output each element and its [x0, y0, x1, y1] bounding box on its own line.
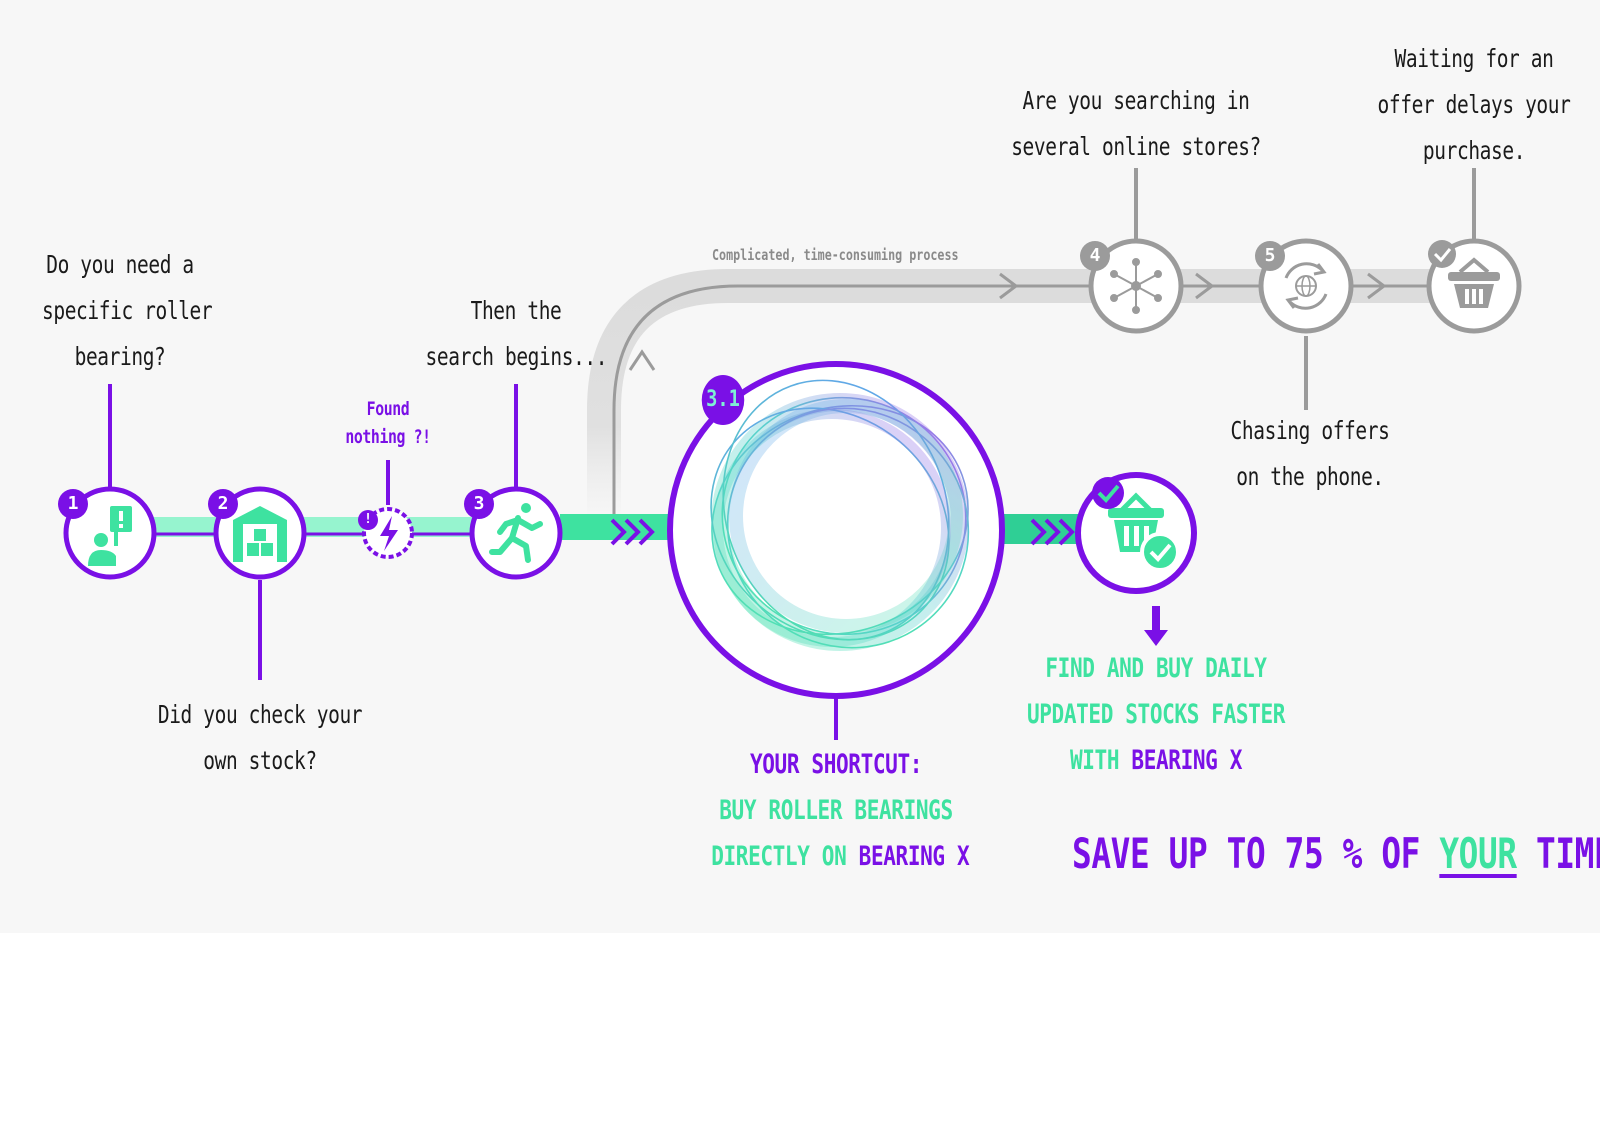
step-1-label-line: specific roller — [42, 296, 213, 325]
process-caption: Complicated, time-consuming process — [712, 246, 959, 264]
result-label-line: UPDATED STOCKS FASTER — [1026, 699, 1286, 730]
chevrons-icon — [610, 518, 655, 546]
step-2-badge: 2 — [208, 489, 238, 519]
step-1-label-line: bearing? — [74, 342, 166, 371]
shortcut-label-line: YOUR SHORTCUT: — [749, 749, 923, 780]
lightning-icon — [380, 516, 398, 551]
step-6-label: Waiting for an offer delays your purchas… — [1373, 36, 1576, 174]
step-6-label-line: purchase. — [1422, 136, 1526, 165]
result-label: FIND AND BUY DAILY UPDATED STOCKS FASTER… — [1023, 646, 1288, 784]
step-2-label-line: Did you check your — [157, 700, 363, 729]
step-5-label-line: on the phone. — [1236, 462, 1384, 491]
step-6-node — [1426, 238, 1522, 334]
step-2-node — [213, 486, 307, 580]
savings-text: SAVE UP TO 75 % OF — [1072, 829, 1440, 878]
step-3-label: Then the search begins... — [425, 288, 608, 380]
step-4-badge: 4 — [1080, 241, 1110, 271]
step-1-badge: 1 — [58, 489, 88, 519]
savings-text: TIME! — [1536, 829, 1600, 878]
found-nothing-label-line: nothing ?! — [345, 426, 431, 448]
shortcut-label-part: DIRECTLY ON — [711, 841, 859, 872]
basket-icon — [1448, 257, 1500, 308]
shortcut-node — [667, 361, 1005, 699]
found-nothing-badge: ! — [358, 510, 378, 530]
warehouse-icon — [233, 506, 287, 562]
step-1-label-line: Do you need a — [46, 250, 194, 279]
result-label-part: WITH — [1069, 745, 1132, 776]
complicated-process-path — [587, 269, 1450, 520]
step-4-label-line: Are you searching in — [1022, 86, 1250, 115]
basket-check-icon — [1108, 492, 1180, 572]
brand-name: BEARING X — [858, 841, 970, 872]
shortcut-label: YOUR SHORTCUT: BUY ROLLER BEARINGS DIREC… — [711, 742, 969, 880]
down-arrow-icon — [1144, 606, 1168, 646]
step-3-label-line: search begins... — [425, 342, 608, 371]
right-arrow-icon — [1195, 272, 1215, 300]
running-person-icon — [489, 503, 543, 563]
step-5-label-line: Chasing offers — [1230, 416, 1390, 445]
brand-name: BEARING X — [1131, 745, 1243, 776]
result-label-line: FIND AND BUY DAILY — [1045, 653, 1267, 684]
chevrons-icon — [1030, 518, 1075, 546]
rings-logo-icon — [710, 379, 970, 651]
savings-emphasis: YOUR — [1439, 829, 1517, 878]
step-4-node — [1088, 238, 1184, 334]
step-4-label: Are you searching in several online stor… — [1011, 78, 1261, 170]
found-nothing-label-line: Found — [366, 398, 410, 420]
right-arrow-icon — [1367, 272, 1387, 300]
step-3-label-line: Then the — [470, 296, 562, 325]
gray-connector-lines — [1134, 168, 1476, 410]
step-5-badge: 5 — [1255, 241, 1285, 271]
found-nothing-label: Found nothing ?! — [333, 395, 442, 451]
step-1-label: Do you need a specific roller bearing? — [42, 242, 213, 380]
phone-globe-icon — [1284, 262, 1328, 310]
up-arrow-icon — [628, 349, 656, 371]
step-3-badge: 3 — [464, 489, 494, 519]
step-2-label: Did you check your own stock? — [143, 692, 377, 784]
step-4-label-line: several online stores? — [1011, 132, 1261, 161]
result-node — [1075, 472, 1197, 646]
step-6-label-line: offer delays your — [1377, 90, 1571, 119]
savings-headline: SAVE UP TO 75 % OF YOUR TIME! — [1072, 826, 1600, 882]
shortcut-label-line: BUY ROLLER BEARINGS — [719, 795, 953, 826]
check-icon — [1433, 248, 1452, 263]
step-1-node — [63, 486, 157, 580]
person-sign-icon — [88, 506, 132, 566]
step-2-label-line: own stock? — [203, 746, 317, 775]
shortcut-badge: 3.1 — [701, 375, 745, 425]
connector-lines — [108, 384, 838, 740]
flow-diagram — [63, 168, 1522, 740]
step-5-label: Chasing offers on the phone. — [1216, 408, 1403, 500]
step-5-node — [1258, 238, 1354, 334]
check-icon — [1097, 484, 1120, 503]
network-icon — [1110, 258, 1162, 314]
right-arrow-icon — [999, 272, 1019, 300]
step-6-label-line: Waiting for an — [1394, 44, 1554, 73]
step-3-node — [469, 486, 563, 580]
